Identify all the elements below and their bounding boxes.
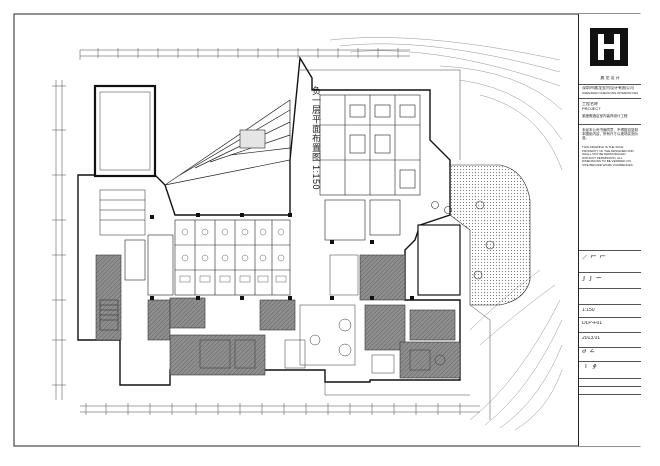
project-name: 某度假酒店室内装饰设计工程: [582, 114, 628, 118]
stair-cores: [99, 189, 146, 331]
scale-value: 1:150: [582, 308, 595, 313]
title-block: 晨 龙 设 计 深圳市晨龙室内设计有限公司 SHENZHEN CHENLONG …: [578, 14, 641, 446]
bottom-dimension-lines: [80, 403, 480, 415]
sheet-border: [13, 13, 641, 447]
entrance-ramp: [164, 99, 291, 186]
site-boundary: [300, 69, 491, 420]
room-grid: [124, 219, 291, 296]
lobby-furniture: [199, 254, 446, 374]
project-label-en: PROJECT: [582, 107, 601, 111]
building-outline: [77, 55, 461, 386]
company-logo: [590, 28, 628, 66]
signature-manager: ⊤ ∮: [582, 364, 597, 369]
drawing-title: 负一层平面布置图 1:150: [311, 86, 321, 191]
company-name: 深圳市晨龙室内设计有限公司: [582, 86, 634, 90]
drawing-number: DLP-F01: [582, 321, 603, 326]
notes: 未经本公司书面同意，不得擅自复制本图纸内容，所有尺寸以现场实测为准。: [582, 128, 638, 140]
signature-approver: ∂ ∠: [582, 349, 596, 354]
garden-courtyard: [417, 164, 531, 306]
top-dimension-lines: [79, 48, 410, 60]
upper-rooms: [319, 94, 421, 241]
structural-columns: [150, 213, 414, 300]
project-label: 工程名称: [582, 102, 598, 106]
signature-checker: ∫ ∫ ∽: [582, 276, 603, 281]
site-contour-lines: [329, 37, 563, 171]
notes-en: THIS DRAWING IS THE SOLE PROPERTY OF THE…: [582, 146, 634, 167]
company-name-en: SHENZHEN CHENLONG INTERIOR DESIGN CO., L…: [582, 91, 638, 95]
sanitary-fixtures: [179, 228, 287, 283]
drawing-date: 2013.01: [582, 336, 601, 341]
left-dimension-lines: [52, 80, 66, 400]
logo-text: 晨 龙 设 计: [600, 76, 620, 80]
left-courtyard: [93, 84, 157, 178]
signature-designer: ⟋ ⌐ ⌐: [582, 255, 607, 260]
